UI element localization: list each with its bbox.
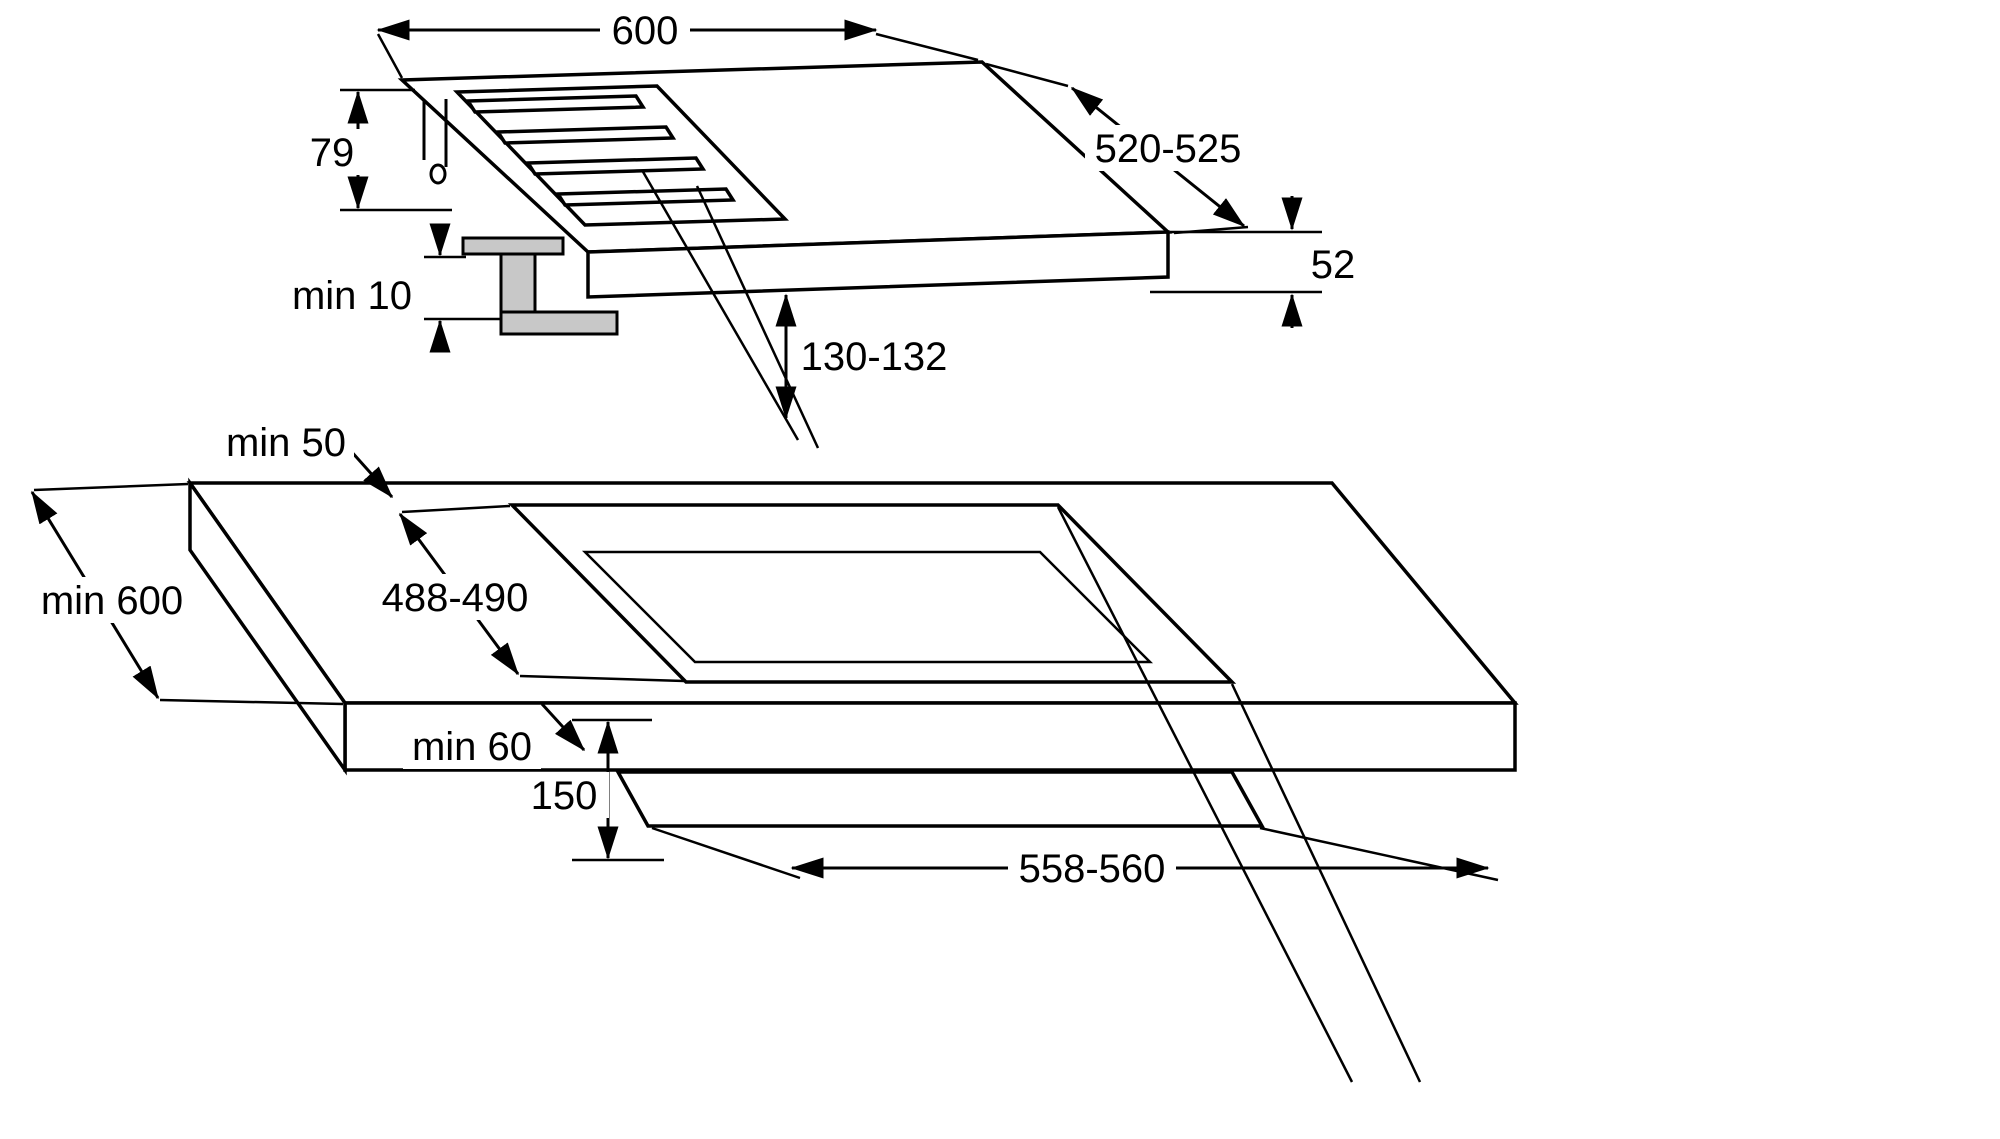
hob-profile-strip	[615, 770, 1265, 828]
dim-text-width: 600	[612, 9, 679, 53]
label-background	[1008, 845, 1176, 891]
dim-label-min-60: min 60	[403, 723, 541, 769]
dim-label-558-560: 558-560	[1008, 845, 1176, 891]
label-background	[792, 333, 956, 379]
leader-line	[695, 185, 820, 449]
label-background	[1085, 125, 1251, 171]
dim-arrow-rear-clearance	[348, 449, 394, 499]
worktop-left-end	[188, 477, 347, 776]
dim-text-bracket-clearance: min 10	[292, 274, 412, 318]
dim-arrow-front-clearance	[540, 702, 586, 752]
extension-line	[33, 482, 189, 492]
pan-support-bar	[494, 125, 677, 145]
dim-text-cutout-depth: 488-490	[382, 576, 529, 620]
projection-line	[1230, 683, 1422, 1083]
dim-text-recess-depth: 130-132	[801, 335, 948, 379]
extension-line	[875, 32, 979, 62]
pan-support-bar	[554, 187, 737, 207]
extension-line	[401, 504, 511, 514]
pan-support-bar	[464, 94, 647, 114]
dim-text-control-height: 79	[310, 131, 355, 175]
extension-line	[651, 826, 801, 880]
dim-text-body-height: 52	[1311, 243, 1356, 287]
dim-label-130-132: 130-132	[792, 333, 956, 379]
mounting-bracket-top-flange	[461, 236, 565, 256]
hob-view	[340, 19, 1322, 449]
dim-label-488-490: 488-490	[372, 574, 538, 620]
dim-text-depth: 520-525	[1095, 127, 1242, 171]
dim-label-min-10: min 10	[285, 272, 419, 318]
mounting-bracket-web	[499, 252, 537, 314]
dim-label-520-525: 520-525	[1085, 125, 1251, 171]
label-background	[218, 419, 354, 465]
leader-line	[640, 169, 800, 441]
extension-line	[376, 33, 404, 79]
dim-text-worktop-depth: min 600	[41, 579, 183, 623]
label-background	[285, 272, 419, 318]
label-background	[600, 7, 690, 53]
dim-label-600: 600	[600, 7, 690, 53]
label-background	[519, 772, 609, 818]
dim-text-front-distance: 150	[531, 774, 598, 818]
dim-text-cutout-width: 558-560	[1019, 847, 1166, 891]
extension-line	[1259, 826, 1499, 882]
label-background	[403, 723, 541, 769]
label-background	[1298, 241, 1368, 287]
worktop-view	[30, 449, 1519, 1083]
dim-label-min-50: min 50	[218, 419, 354, 465]
dim-label-min-600: min 600	[33, 577, 191, 623]
dim-label-79: 79	[300, 129, 364, 175]
hob-front-face	[586, 230, 1170, 299]
dim-text-front-clearance: min 60	[412, 725, 532, 769]
dim-text-rear-clearance: min 50	[226, 421, 346, 465]
cutout-inner-edge	[581, 550, 1154, 664]
extension-line	[985, 62, 1069, 88]
label-background	[372, 574, 538, 620]
projection-line	[1056, 506, 1354, 1083]
control-knob-foot	[429, 163, 447, 185]
extension-line	[159, 698, 344, 706]
cutout-opening	[507, 503, 1237, 684]
extension-line	[519, 674, 685, 683]
dim-label-150: 150	[519, 772, 609, 818]
mounting-bracket-bottom-flange	[499, 310, 619, 336]
label-background	[33, 577, 191, 623]
label-background	[300, 129, 364, 175]
pan-support-bar	[524, 156, 707, 176]
dim-label-52: 52	[1298, 241, 1368, 287]
